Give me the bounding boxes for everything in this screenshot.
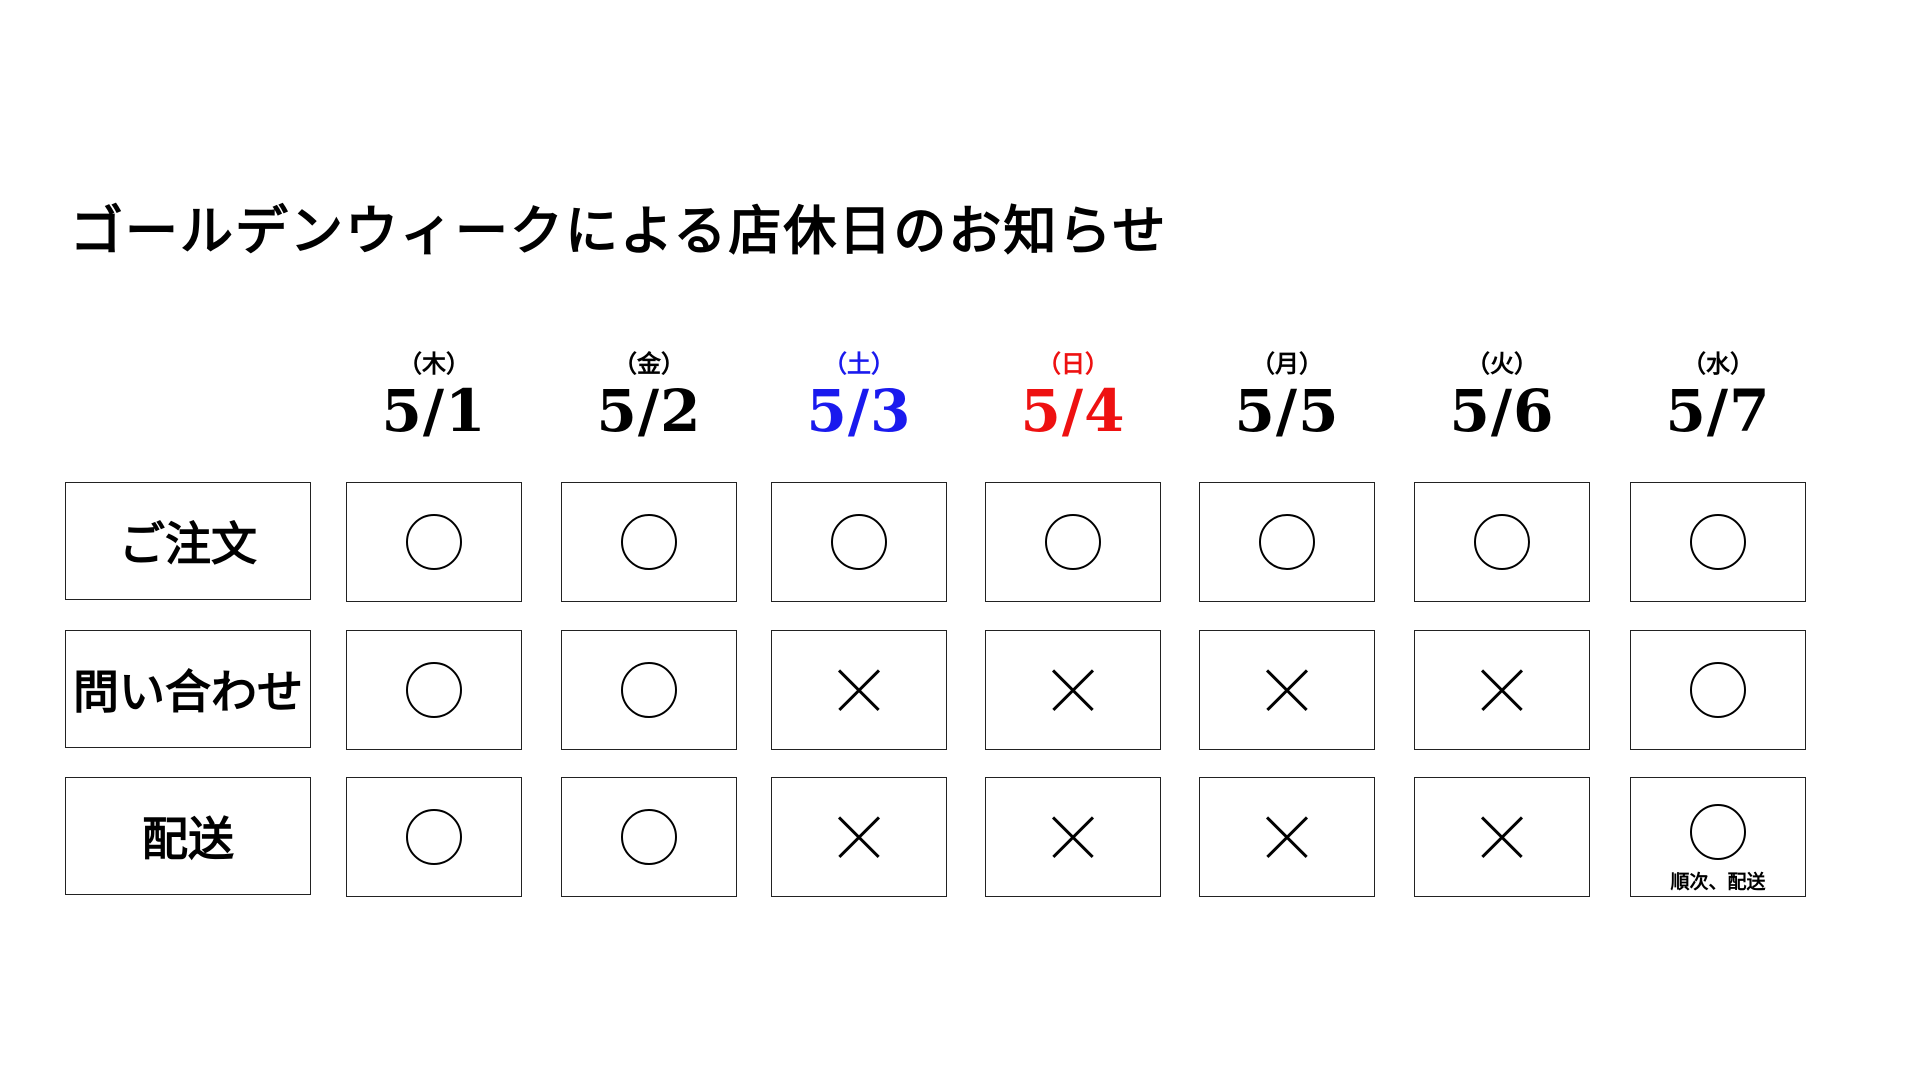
schedule-cell (346, 630, 522, 750)
day-header: （木）5/1 (346, 349, 522, 445)
schedule-cell (1630, 630, 1806, 750)
closed-cross-icon (836, 667, 882, 713)
available-circle-icon (406, 809, 462, 865)
schedule-cell (985, 482, 1161, 602)
schedule-cell (1199, 630, 1375, 750)
closed-cross-icon (1050, 814, 1096, 860)
weekday-label: （水） (1682, 349, 1754, 378)
schedule-cell (1199, 777, 1375, 897)
weekday-label: （土） (823, 349, 895, 378)
date-label: 5/2 (596, 377, 702, 445)
available-circle-icon (621, 514, 677, 570)
date-label: 5/3 (806, 377, 912, 445)
schedule-cell (771, 777, 947, 897)
available-circle-icon (831, 514, 887, 570)
day-header: （金）5/2 (561, 349, 737, 445)
closed-cross-icon (1050, 667, 1096, 713)
available-circle-icon (1474, 514, 1530, 570)
weekday-label: （火） (1466, 349, 1538, 378)
schedule-cell (561, 777, 737, 897)
weekday-label: （木） (398, 349, 470, 378)
schedule-cell (1414, 482, 1590, 602)
cell-note: 順次、配送 (1670, 871, 1766, 893)
row-label: 問い合わせ (65, 630, 311, 748)
schedule-cell (346, 777, 522, 897)
date-label: 5/7 (1665, 377, 1771, 445)
available-circle-icon (1045, 514, 1101, 570)
closed-cross-icon (1479, 814, 1525, 860)
schedule-cell: 順次、配送 (1630, 777, 1806, 897)
weekday-label: （日） (1037, 349, 1109, 378)
available-circle-icon (1259, 514, 1315, 570)
schedule-cell (771, 482, 947, 602)
day-header: （土）5/3 (771, 349, 947, 445)
available-circle-icon (1690, 514, 1746, 570)
schedule-cell (1630, 482, 1806, 602)
closed-cross-icon (1264, 814, 1310, 860)
date-label: 5/5 (1234, 377, 1340, 445)
closed-cross-icon (1479, 667, 1525, 713)
date-label: 5/4 (1020, 377, 1126, 445)
available-circle-icon (1690, 662, 1746, 718)
date-label: 5/1 (381, 377, 487, 445)
available-circle-icon (1690, 804, 1746, 860)
schedule-cell (985, 777, 1161, 897)
closed-cross-icon (1264, 667, 1310, 713)
day-header: （火）5/6 (1414, 349, 1590, 445)
day-header: （月）5/5 (1199, 349, 1375, 445)
schedule-cell (1414, 777, 1590, 897)
row-label: ご注文 (65, 482, 311, 600)
schedule-cell (346, 482, 522, 602)
schedule-cell (771, 630, 947, 750)
schedule-cell (561, 630, 737, 750)
page-title: ゴールデンウィークによる店休日のお知らせ (70, 200, 1168, 262)
weekday-label: （月） (1251, 349, 1323, 378)
schedule-cell (985, 630, 1161, 750)
available-circle-icon (406, 514, 462, 570)
schedule-cell (1414, 630, 1590, 750)
date-label: 5/6 (1449, 377, 1555, 445)
weekday-label: （金） (613, 349, 685, 378)
available-circle-icon (621, 809, 677, 865)
closed-cross-icon (836, 814, 882, 860)
available-circle-icon (406, 662, 462, 718)
schedule-cell (561, 482, 737, 602)
day-header: （日）5/4 (985, 349, 1161, 445)
day-header: （水）5/7 (1630, 349, 1806, 445)
schedule-cell (1199, 482, 1375, 602)
row-label: 配送 (65, 777, 311, 895)
available-circle-icon (621, 662, 677, 718)
